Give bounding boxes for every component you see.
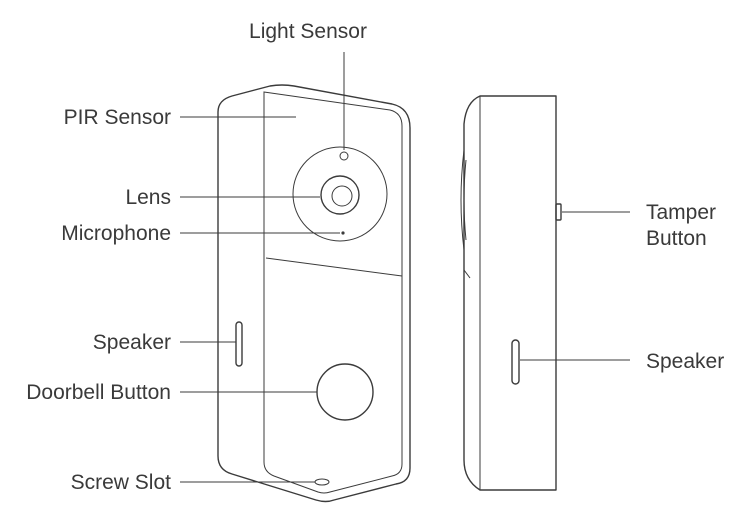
front-speaker-slot [235, 321, 243, 367]
button-panel-divider [265, 257, 403, 277]
side-lens-bulge [460, 149, 465, 251]
lens-outer [320, 175, 360, 215]
leader-lines [180, 52, 630, 483]
camera-ring [292, 146, 388, 242]
label-light-sensor: Light Sensor [249, 20, 367, 43]
label-speaker-side: Speaker [646, 350, 724, 373]
side-back-plate [463, 95, 557, 491]
doorbell-button-circle [316, 363, 374, 421]
microphone-dot [341, 231, 345, 235]
label-screw-slot: Screw Slot [71, 471, 172, 494]
side-speaker-slot [511, 339, 520, 385]
front-outer-body [217, 84, 411, 503]
label-speaker-front: Speaker [93, 331, 171, 354]
label-microphone: Microphone [61, 222, 171, 245]
label-tamper-line1: Tamper [646, 201, 716, 224]
lens-inner [331, 185, 353, 207]
label-pir-sensor: PIR Sensor [64, 106, 171, 129]
screw-slot-hole [314, 478, 330, 486]
label-doorbell-button: Doorbell Button [26, 381, 171, 404]
doorbell-front-view [217, 84, 411, 503]
label-tamper-line2: Button [646, 227, 707, 250]
side-face-transition [463, 269, 471, 279]
doorbell-side-view [460, 95, 562, 491]
label-lens: Lens [125, 186, 171, 209]
tamper-button-nub [555, 203, 562, 221]
front-face [263, 91, 403, 494]
side-lens-bulge-inner [463, 159, 467, 241]
light-sensor-dot [339, 151, 349, 161]
callout-labels: Light Sensor PIR Sensor Lens Microphone … [26, 20, 724, 494]
